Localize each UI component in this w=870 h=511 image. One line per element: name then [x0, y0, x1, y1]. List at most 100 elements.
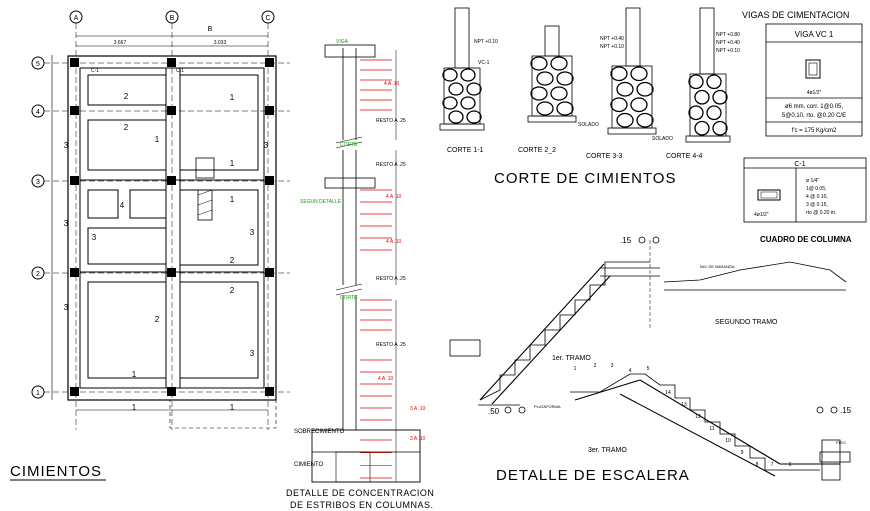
- dim-015: .15: [620, 236, 632, 245]
- room-mark: 2: [230, 286, 235, 295]
- title-concentracion-1: DETALLE DE CONCENTRACION: [286, 488, 434, 498]
- vc-label: VC-1: [478, 60, 490, 66]
- npt-label: NPT +0.10: [474, 39, 498, 45]
- room-mark: 1: [230, 403, 235, 412]
- stair-detail: [449, 236, 851, 481]
- cut-label: CORTE: [340, 295, 358, 301]
- stone: [530, 86, 548, 101]
- stone: [442, 68, 458, 82]
- foundation-plan: [31, 10, 290, 430]
- room-mark: 3: [64, 303, 69, 312]
- room-mark: 2: [230, 256, 235, 265]
- room-mark: 3: [264, 141, 269, 150]
- step-number: 5: [647, 366, 650, 372]
- stair-note: SEGUN DETALLE: [300, 199, 342, 205]
- step-number: 4: [629, 368, 632, 374]
- section-3-3: [607, 7, 657, 135]
- stone: [550, 86, 568, 101]
- step-number: 2: [594, 363, 597, 369]
- column-tag: C-1: [176, 68, 184, 74]
- stone: [688, 74, 704, 90]
- section-1-1: [439, 7, 485, 131]
- corte-label: CORTE 3-3: [586, 153, 623, 160]
- column-bars: 4ø1/2": [754, 212, 769, 218]
- axis-label-b: B: [170, 15, 175, 22]
- dim-050: .50: [488, 407, 500, 416]
- room-mark: 1: [155, 135, 160, 144]
- step-number: 10: [725, 438, 731, 444]
- room-mark: 1: [230, 93, 235, 102]
- step-number: 7: [771, 462, 774, 468]
- axis-label-1: 1: [36, 390, 40, 397]
- corte-label: CORTE 4-4: [666, 153, 703, 160]
- step-number: 6: [789, 462, 792, 468]
- stone: [694, 89, 710, 105]
- axis-label-c: C: [265, 15, 270, 22]
- title-corte-cimientos: CORTE DE CIMIENTOS: [494, 170, 676, 187]
- title-detalle-escalera: DETALLE DE ESCALERA: [496, 467, 690, 484]
- room-mark: 3: [250, 349, 255, 358]
- column-spec: 4 @ 0.10,: [806, 194, 828, 200]
- title-concentracion-2: DE ESTRIBOS EN COLUMNAS.: [290, 500, 434, 510]
- step-number: 1: [574, 366, 577, 372]
- foundation-sections: [439, 7, 731, 143]
- piso-label: PISO: [836, 440, 846, 445]
- step-number: 12: [695, 414, 701, 420]
- axis-label-2: 2: [36, 271, 40, 278]
- step-number: 8: [756, 462, 759, 468]
- stone: [460, 96, 476, 110]
- column-tag: C-1: [91, 68, 99, 74]
- stone: [610, 66, 628, 82]
- stone: [460, 68, 476, 82]
- stone: [712, 120, 728, 136]
- stone: [550, 56, 568, 71]
- plan-columns: [70, 58, 274, 396]
- stirrup-qty: 4 A .10: [386, 194, 402, 200]
- viga-bars: 4ø1/2": [807, 90, 822, 96]
- baranda-label: NIV. DE BARANDA: [700, 264, 735, 269]
- step-number: 9: [741, 450, 744, 456]
- stirrup-ticks: [360, 59, 392, 479]
- stirrup-qty: 4 A .10: [384, 81, 400, 87]
- stone: [448, 110, 464, 124]
- title-segundo-tramo: SEGUNDO TRAMO: [715, 319, 778, 326]
- room-mark: 3: [250, 228, 255, 237]
- npt-label: NPT +0.10: [716, 48, 740, 54]
- solado-label: SOLADO: [578, 122, 599, 128]
- room-mark: 3: [64, 219, 69, 228]
- stone: [616, 81, 634, 97]
- stair-labels: .15 .50 .15 PLATAFORMA PISO NIV. DE BARA…: [488, 236, 852, 468]
- viga-fc: f'c = 175 Kg/cm2: [792, 128, 837, 134]
- title-vigas: VIGAS DE CIMENTACION: [742, 10, 849, 20]
- stone: [688, 105, 704, 121]
- column-spec: ø 1/4": [806, 178, 819, 184]
- room-mark: 4: [120, 201, 125, 210]
- axis-label-4: 4: [36, 109, 40, 116]
- dim-value-2: 3.033: [214, 40, 227, 46]
- solado-label: SOLADO: [652, 136, 673, 142]
- platform-label: PLATAFORMA: [534, 404, 561, 409]
- npt-label: NPT +0.40: [716, 40, 740, 46]
- resto-label: RESTO A .25: [376, 118, 406, 124]
- step-number: 11: [709, 426, 714, 432]
- stirrup-qty: 4 A .10: [378, 376, 394, 382]
- viga-stirrups-2: 5@0.10, rto. @0.20 C/E: [782, 113, 846, 119]
- title-primer-tramo: 1er. TRAMO: [552, 355, 591, 362]
- cimiento-label: CIMIENTO: [294, 462, 324, 468]
- step-number: 13: [681, 402, 687, 408]
- column-spec: rto @ 0.20 m.: [806, 210, 836, 216]
- stone: [694, 120, 710, 136]
- step-number: 3: [611, 363, 614, 369]
- column-name: C-1: [794, 161, 805, 168]
- stone: [630, 97, 648, 113]
- viga-vc1-table: [765, 23, 863, 137]
- section-2-2: [527, 25, 577, 123]
- stone: [706, 74, 722, 90]
- stirrup-qty: 4 A .10: [386, 239, 402, 245]
- dim-label-b: B: [208, 26, 213, 33]
- title-cimientos: CIMIENTOS: [10, 463, 102, 480]
- column-spec: 1@ 0.05,: [806, 186, 826, 192]
- cut-label: CORTE: [340, 142, 358, 148]
- viga-vc1-text: VIGA VC 1 4ø1/2" ø6 mm. corr. 1@0.05, 5@…: [782, 30, 846, 134]
